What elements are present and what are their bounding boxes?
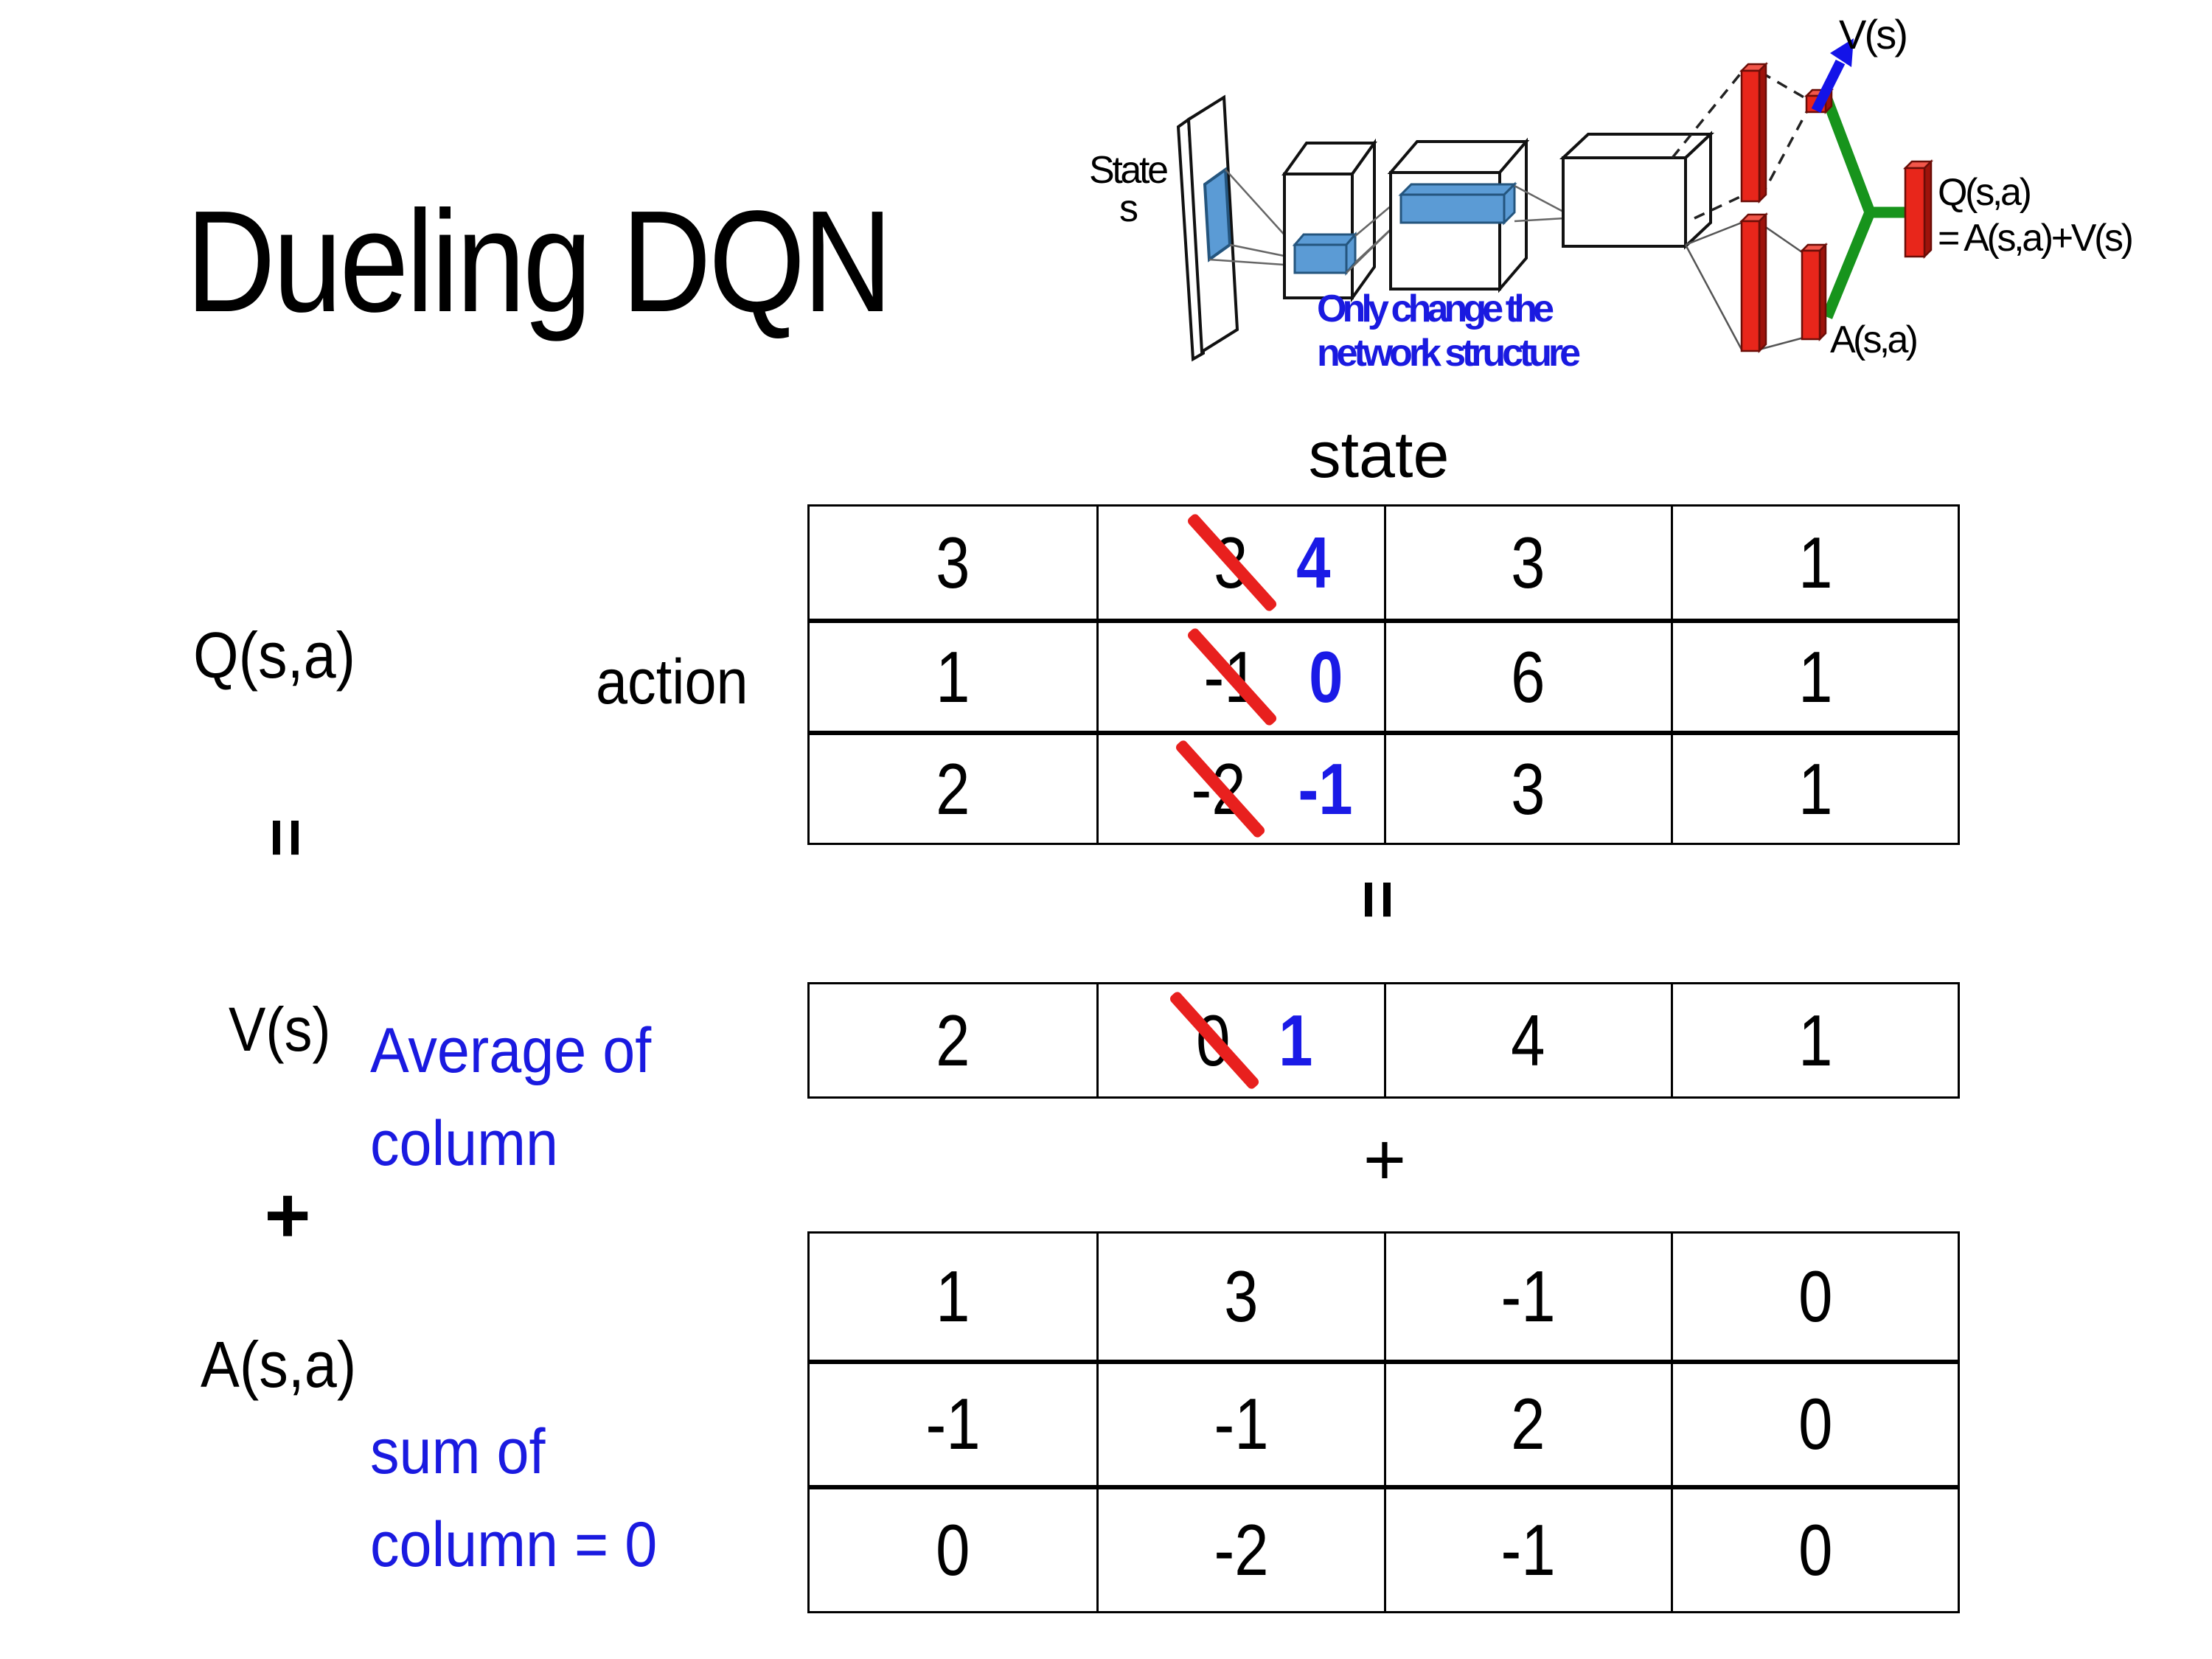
- feature-bar-3: [1398, 181, 1517, 226]
- a-value: 0: [1798, 1509, 1833, 1591]
- a-cell: -1: [1383, 1234, 1671, 1360]
- a-value: 1: [936, 1255, 970, 1337]
- a-value: 2: [1511, 1383, 1545, 1465]
- note-line: sum of: [370, 1416, 546, 1487]
- merge-connector: [1820, 95, 1905, 319]
- q-cell: 1: [1670, 507, 1958, 619]
- diagram-v-output-label: V(s): [1839, 11, 1908, 58]
- a-cell: 1: [810, 1234, 1096, 1360]
- diagram-state-s-label: s: [1119, 187, 1138, 230]
- a-value: -2: [1214, 1509, 1269, 1591]
- q-cell: 3: [1383, 507, 1671, 619]
- note-line: column: [370, 1108, 559, 1180]
- a-cell: 0: [810, 1485, 1097, 1611]
- q-value: 6: [1511, 636, 1545, 717]
- diagram-q-output-label: Q(s,a): [1938, 171, 2032, 214]
- q-value: 1: [1798, 748, 1833, 830]
- diagram-note-line2: network structure: [1317, 332, 1581, 375]
- plus-sign-center: +: [1363, 1118, 1407, 1201]
- average-of-column-note: Average of column: [370, 1004, 651, 1191]
- v-cell: 1: [1670, 984, 1958, 1096]
- diagram-q-formula-label: = A(s,a)+V(s): [1938, 217, 2134, 260]
- a-value: 0: [936, 1509, 970, 1591]
- a-cell: 3: [1096, 1234, 1383, 1360]
- equals-sign-left: =: [248, 818, 324, 858]
- note-line: column = 0: [370, 1509, 658, 1581]
- equals-sign-center: =: [1340, 880, 1416, 919]
- network-diagram: State s V(s) Q(s,a) = A(s,a)+V(s) A(s,a)…: [1089, 11, 2134, 375]
- plus-sign-left: +: [264, 1169, 311, 1259]
- q-cell: 1: [1670, 619, 1958, 731]
- q-value: 3: [936, 521, 970, 603]
- v-new-value: 1: [1279, 999, 1313, 1081]
- a-hidden-bar: [1739, 212, 1769, 354]
- a-function-label: A(s,a): [201, 1328, 357, 1401]
- v-value: 1: [1798, 999, 1833, 1081]
- q-cell: 2: [810, 731, 1097, 843]
- a-cell: -1: [1096, 1359, 1384, 1486]
- q-new-value: 0: [1308, 636, 1343, 717]
- a-cell: 0: [1670, 1359, 1958, 1486]
- q-cell-corrected: 3 4: [1096, 507, 1383, 619]
- connector-lines-3: [1514, 184, 1565, 223]
- a-output-bar: [1799, 242, 1829, 342]
- a-value: -1: [1500, 1255, 1556, 1337]
- a-cell: -1: [1383, 1485, 1671, 1611]
- a-value: -1: [1500, 1509, 1556, 1591]
- a-cell: 0: [1670, 1234, 1958, 1360]
- q-value: 1: [936, 636, 970, 717]
- q-value: 3: [1511, 521, 1545, 603]
- q-function-label: Q(s,a): [193, 619, 356, 692]
- q-value: 1: [1798, 521, 1833, 603]
- conv-patch-icon: [1203, 167, 1232, 262]
- v-value: 4: [1511, 999, 1545, 1081]
- a-cell: 2: [1383, 1359, 1671, 1486]
- q-value: 1: [1798, 636, 1833, 717]
- q-cell: 3: [810, 507, 1096, 619]
- v-hidden-bar: [1739, 61, 1769, 204]
- q-cell-corrected: -1 0: [1096, 619, 1384, 731]
- v-table: 2 0 1 4 1: [807, 982, 1960, 1099]
- a-value: 3: [1224, 1255, 1259, 1337]
- a-value: -1: [1214, 1383, 1269, 1465]
- diagram-state-label: State: [1089, 149, 1169, 192]
- q-value: 2: [936, 748, 970, 830]
- action-axis-label: action: [596, 647, 748, 717]
- slide-title: Dueling DQN: [186, 181, 893, 342]
- q-cell: 6: [1383, 619, 1671, 731]
- a-value: 0: [1798, 1255, 1833, 1337]
- a-value: -1: [925, 1383, 981, 1465]
- state-axis-label: state: [1308, 418, 1450, 491]
- a-value: 0: [1798, 1383, 1833, 1465]
- a-cell: 0: [1670, 1485, 1958, 1611]
- a-cell: -1: [810, 1359, 1097, 1486]
- a-table: 1 3 -1 0 -1 -1 2 0 0 -2 -1 0: [807, 1231, 1960, 1613]
- v-cell: 4: [1383, 984, 1671, 1096]
- v-stream-dashed-lines: [1671, 71, 1808, 220]
- q-table: 3 3 4 3 1 1 -1 0 6 1 2 -2 -1 3 1: [807, 504, 1960, 845]
- q-cell-corrected: -2 -1: [1096, 731, 1384, 843]
- v-function-label: V(s): [229, 995, 331, 1064]
- note-line: Average of: [370, 1015, 652, 1086]
- q-cell: 3: [1383, 731, 1671, 843]
- a-cell: -2: [1096, 1485, 1384, 1611]
- sum-of-column-note: sum of column = 0: [370, 1405, 657, 1592]
- q-output-bar: [1902, 159, 1934, 260]
- fc-layer-cube: [1559, 131, 1715, 250]
- q-cell: 1: [1670, 731, 1958, 843]
- feature-bar-2: [1292, 231, 1358, 276]
- v-cell: 2: [810, 984, 1096, 1096]
- q-new-value: 4: [1296, 521, 1331, 603]
- q-value: 3: [1511, 748, 1545, 830]
- q-cell: 1: [810, 619, 1097, 731]
- v-value: 2: [936, 999, 970, 1081]
- diagram-note-line1: Only change the: [1317, 288, 1554, 330]
- v-arrow-icon: [1811, 38, 1854, 114]
- q-new-value: -1: [1298, 748, 1353, 830]
- conv-layer-2: [1281, 138, 1377, 303]
- diagram-a-output-label: A(s,a): [1830, 319, 1919, 361]
- v-cell-corrected: 0 1: [1096, 984, 1383, 1096]
